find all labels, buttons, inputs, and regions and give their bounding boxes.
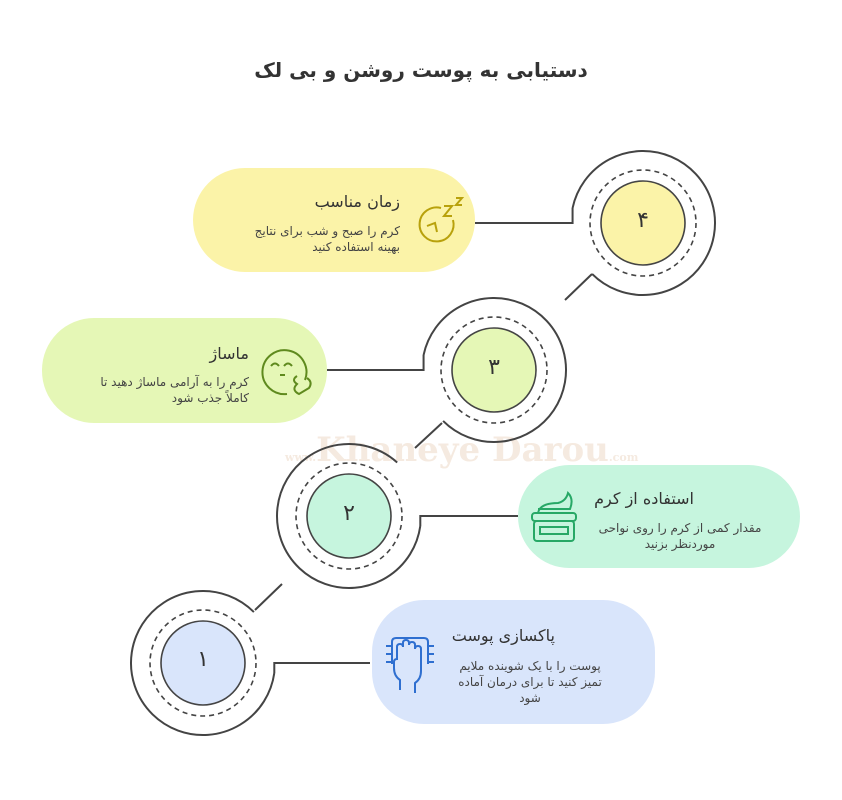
step-3-circle [451,327,537,413]
step-link-line [414,422,443,449]
step-1-title: پاکسازی پوست [451,626,555,645]
sleep-clock-icon [418,197,465,243]
step-4-connector [475,208,574,224]
step-1-number: ۱ [197,647,209,672]
step-4-number: ۴ [637,208,649,233]
step-2-title: استفاده از کرم [594,489,694,508]
step-3-outer-ring [422,297,567,443]
step-3-number: ۳ [488,355,500,380]
step-4-title: زمان مناسب [314,192,400,211]
relaxed-face-icon [261,349,312,396]
step-2-description: مقدار کمی از کرم را روی نواحی موردنظر بز… [598,521,762,551]
step-2-number: ۲ [343,501,355,526]
step-4-card: زمان مناسب کرم را صبح و شب برای نتایج به… [193,168,475,272]
step-1-connector [273,662,370,674]
step-3-title: ماساژ [209,344,249,363]
step-2-outer-ring [276,443,422,589]
step-1-card: پاکسازی پوست پوست را با یک شوینده ملایم … [372,600,655,724]
step-1-description: پوست را با یک شوینده ملایم تمیز کنید تا … [458,659,602,705]
step-4-description: کرم را صبح و شب برای نتایج بهینه استفاده… [254,224,400,254]
step-3-connector [327,355,425,371]
diagram-title: دستیابی به پوست روشن و بی لک [254,58,588,82]
watermark: www.Khaneye Darou.com [285,430,639,470]
step-link-line [254,583,283,611]
step-2-circle [306,473,392,559]
step-2-dashed-ring [295,462,403,570]
step-4-circle [600,180,686,266]
cream-jar-icon [531,491,577,542]
step-2-connector [419,515,518,527]
step-3-card: ماساژ کرم را به آرامی ماساژ دهید تا کامل… [42,318,327,423]
step-1-dashed-ring [149,609,257,717]
step-1-outer-ring [130,590,276,736]
step-4-outer-ring [571,150,716,296]
step-4-dashed-ring [589,169,697,277]
step-link-line [564,273,593,301]
step-2-card: استفاده از کرم مقدار کمی از کرم را روی ن… [518,465,800,568]
step-3-description: کرم را به آرامی ماساژ دهید تا کاملاً جذب… [100,375,249,405]
hand-scan-icon [386,637,434,693]
step-3-dashed-ring [440,316,548,424]
step-1-circle [160,620,246,706]
